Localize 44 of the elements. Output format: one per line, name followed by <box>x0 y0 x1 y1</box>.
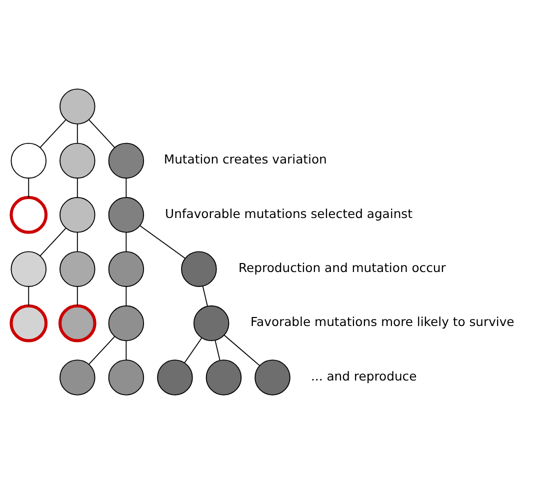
label: Mutation creates variation <box>164 152 327 166</box>
node-circle <box>108 250 144 286</box>
connector <box>140 224 186 258</box>
connector <box>88 118 116 148</box>
node-circle <box>60 359 96 395</box>
node-circle <box>58 304 96 342</box>
node-circle <box>10 304 48 342</box>
connector <box>184 336 202 363</box>
label: Unfavorable mutations selected against <box>165 206 412 220</box>
node-circle <box>157 359 193 395</box>
node-circle <box>10 195 48 234</box>
node-circle <box>10 250 47 286</box>
connector <box>40 118 66 148</box>
node-circle <box>60 196 96 232</box>
node-circle <box>60 88 96 124</box>
node-circle <box>108 359 144 395</box>
connector <box>214 339 220 360</box>
label: Reproduction and mutation occur <box>238 260 446 275</box>
connector <box>28 286 30 306</box>
connector <box>202 285 208 306</box>
connector <box>126 231 127 252</box>
connector <box>40 227 66 256</box>
connector <box>126 340 127 360</box>
connector <box>76 231 78 252</box>
node-circle <box>193 304 230 341</box>
connector <box>28 177 30 198</box>
node-circle <box>60 250 96 286</box>
node-circle <box>254 359 290 395</box>
connector <box>224 334 260 366</box>
connector <box>76 177 78 198</box>
node-circle <box>181 250 217 286</box>
node-circle <box>10 142 47 178</box>
node-circle <box>60 142 96 178</box>
connector <box>126 286 127 306</box>
connector <box>76 286 78 306</box>
node-circle <box>108 142 144 178</box>
node-circle <box>108 304 144 341</box>
label: Favorable mutations more likely to survive <box>250 314 514 329</box>
node-circle <box>206 359 242 395</box>
connector <box>88 336 116 364</box>
label: ... and reproduce <box>310 368 417 383</box>
node-circle <box>108 196 144 232</box>
connector <box>126 177 127 198</box>
connector <box>76 122 78 144</box>
